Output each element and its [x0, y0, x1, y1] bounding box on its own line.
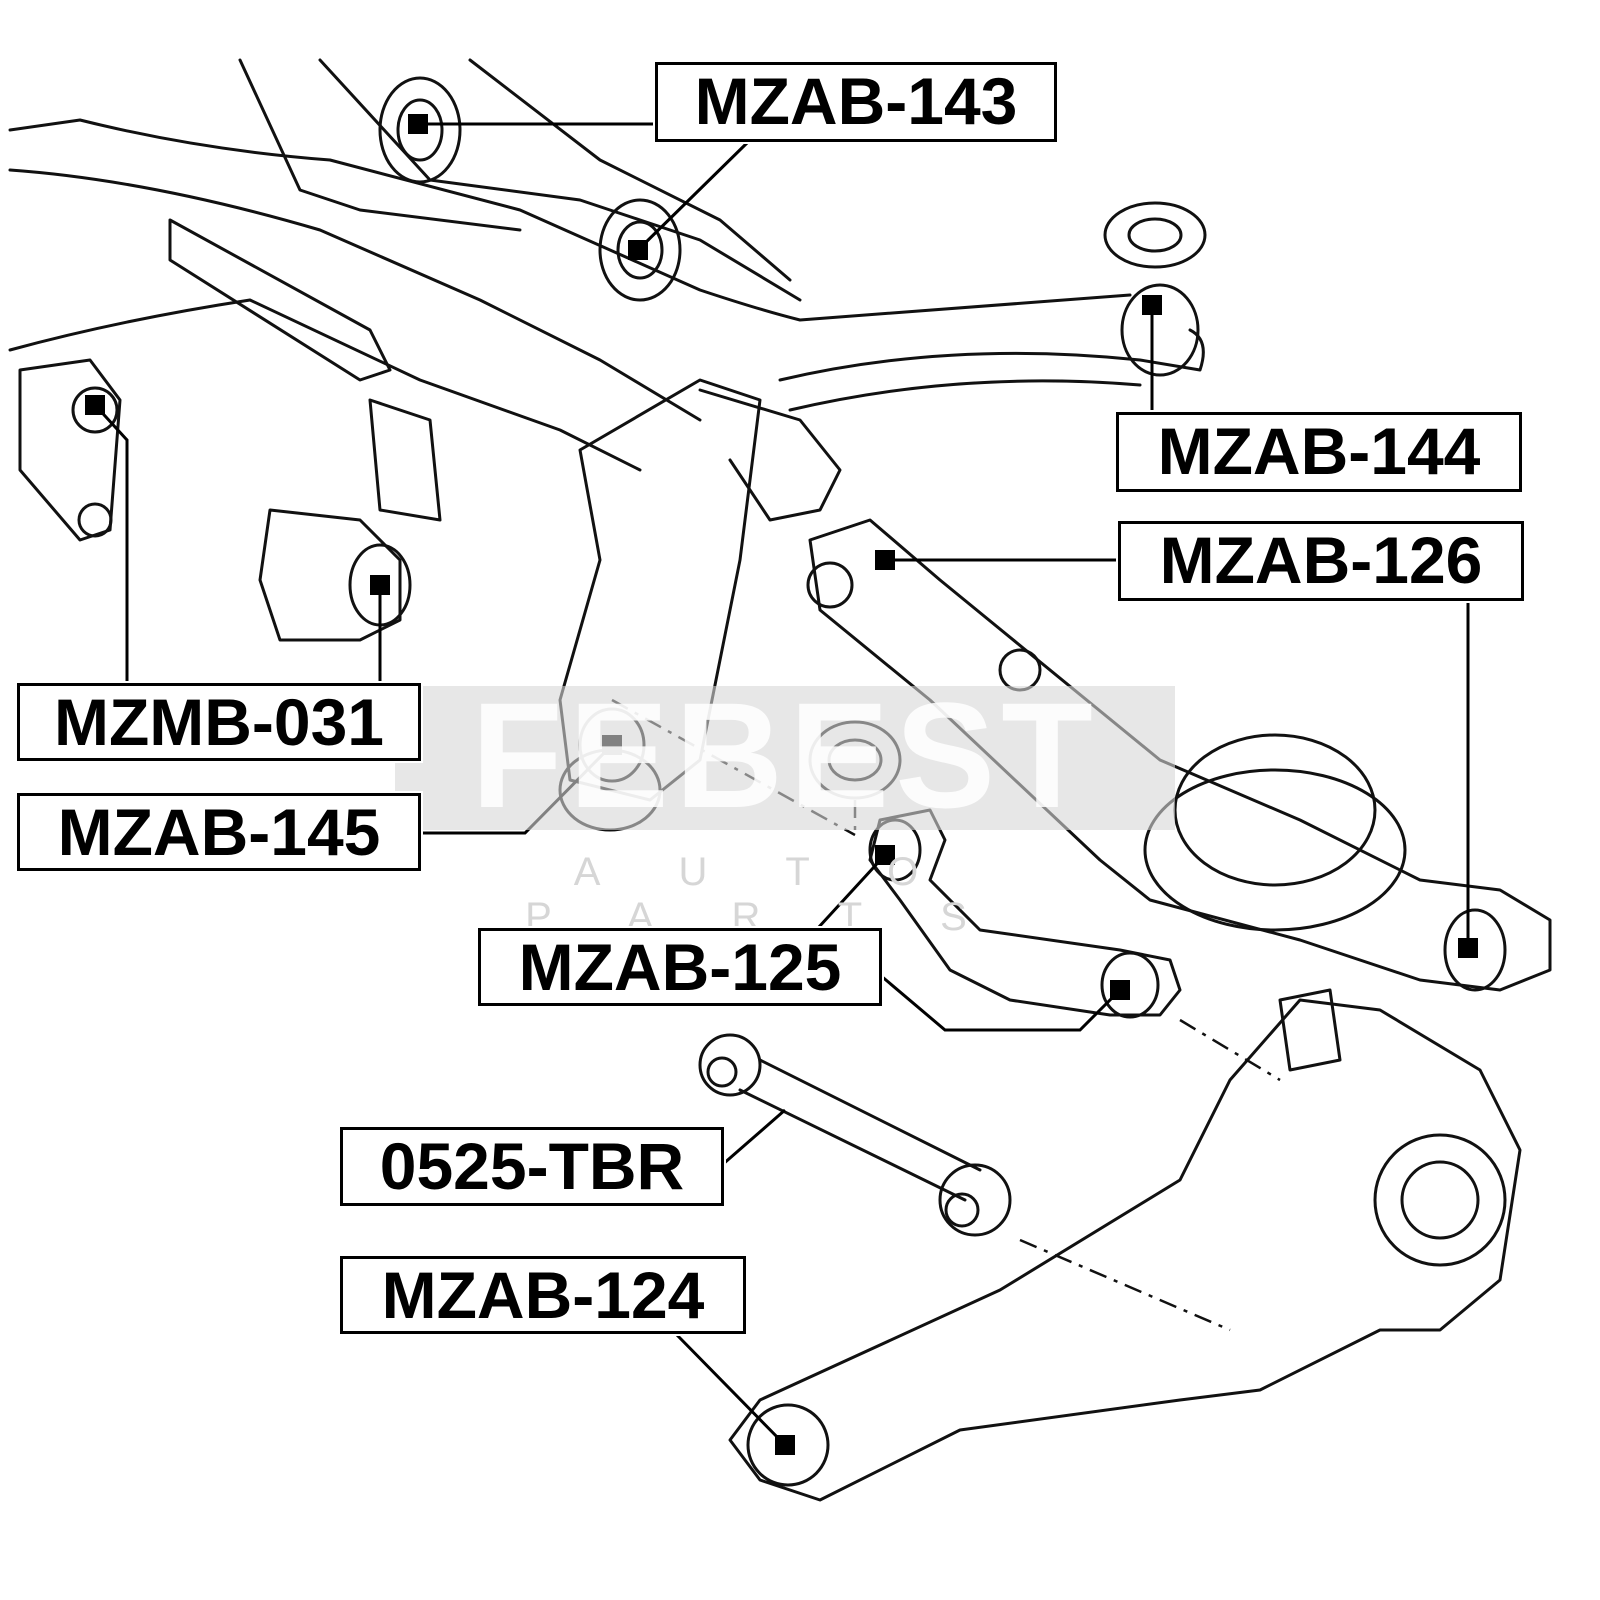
- watermark-tagline: AUTO PARTS: [525, 850, 1045, 939]
- watermark-brand: FEBEST: [471, 671, 1099, 839]
- part-label-mzab-124[interactable]: MZAB-124: [338, 1254, 748, 1336]
- part-label-mzmb-031[interactable]: MZMB-031: [15, 681, 423, 763]
- part-label-0525-tbr[interactable]: 0525-TBR: [338, 1125, 726, 1208]
- watermark-band: [395, 686, 1175, 830]
- toe-link: [698, 1033, 1012, 1237]
- part-label-mzab-125[interactable]: MZAB-125: [476, 926, 884, 1008]
- part-label-mzab-145[interactable]: MZAB-145: [15, 791, 423, 873]
- leader-lines: [93, 122, 1470, 1447]
- part-label-mzab-144[interactable]: MZAB-144: [1114, 410, 1524, 494]
- part-label-mzab-143[interactable]: MZAB-143: [653, 60, 1059, 144]
- part-label-mzab-126[interactable]: MZAB-126: [1116, 519, 1526, 603]
